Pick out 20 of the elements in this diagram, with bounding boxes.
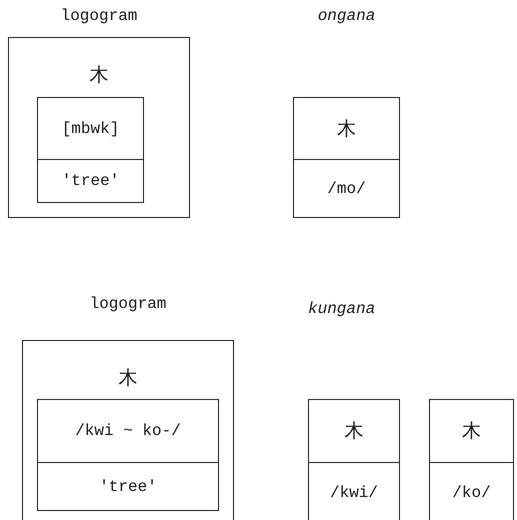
reading: /kwi ~ ko-/ [75,422,181,440]
heading: logogram [60,7,138,25]
split-box [429,399,514,520]
character: 木 [337,116,356,142]
heading: logogram [88,295,168,313]
heading: kungana [308,300,376,318]
character: 木 [88,63,110,88]
character: 木 [118,366,138,391]
split-box [308,399,400,520]
gloss: /ko/ [452,484,491,502]
split-box [37,399,219,511]
gloss: /mo/ [327,180,366,198]
gloss: 'tree' [62,172,120,190]
reading: [mbwk] [62,120,120,138]
character: 木 [344,419,364,444]
gloss: /kwi/ [330,484,378,502]
heading: ongana [316,7,376,25]
split-box [37,97,144,203]
character: 木 [462,419,481,444]
gloss: 'tree' [99,478,157,496]
